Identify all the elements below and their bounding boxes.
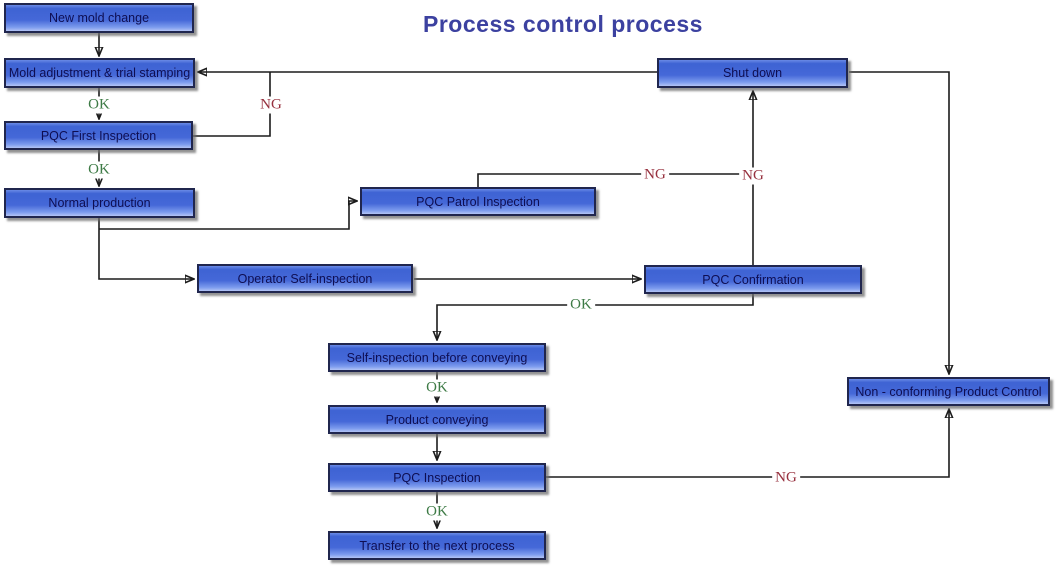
node-mold-adjustment-trial-stamping: Mold adjustment & trial stamping [4,58,195,88]
node-new-mold-change: New mold change [4,3,194,33]
edge-label-ok: OK [85,161,113,179]
node-self-inspection-before-conveying: Self-inspection before conveying [328,343,546,372]
node-product-conveying: Product conveying [328,405,546,434]
node-transfer-to-next-process: Transfer to the next process [328,531,546,560]
node-pqc-patrol-inspection: PQC Patrol Inspection [360,187,596,216]
edge-label-ok: OK [567,296,595,314]
node-pqc-first-inspection: PQC First Inspection [4,121,193,150]
edge-label-ok: OK [85,96,113,114]
node-pqc-confirmation: PQC Confirmation [644,265,862,294]
node-pqc-inspection: PQC Inspection [328,463,546,492]
edge-label-ok: OK [423,379,451,397]
node-shut-down: Shut down [657,58,848,88]
node-operator-self-inspection: Operator Self-inspection [197,264,413,293]
node-normal-production: Normal production [4,188,195,218]
edge-label-ng: NG [641,166,669,184]
edge-label-ng: NG [257,96,285,114]
node-non-conforming-product-control: Non - conforming Product Control [847,377,1050,406]
edge-label-ng: NG [739,167,767,185]
edge-label-ng: NG [772,469,800,487]
edge-label-ok: OK [423,503,451,521]
page-title: Process control process [423,11,703,37]
